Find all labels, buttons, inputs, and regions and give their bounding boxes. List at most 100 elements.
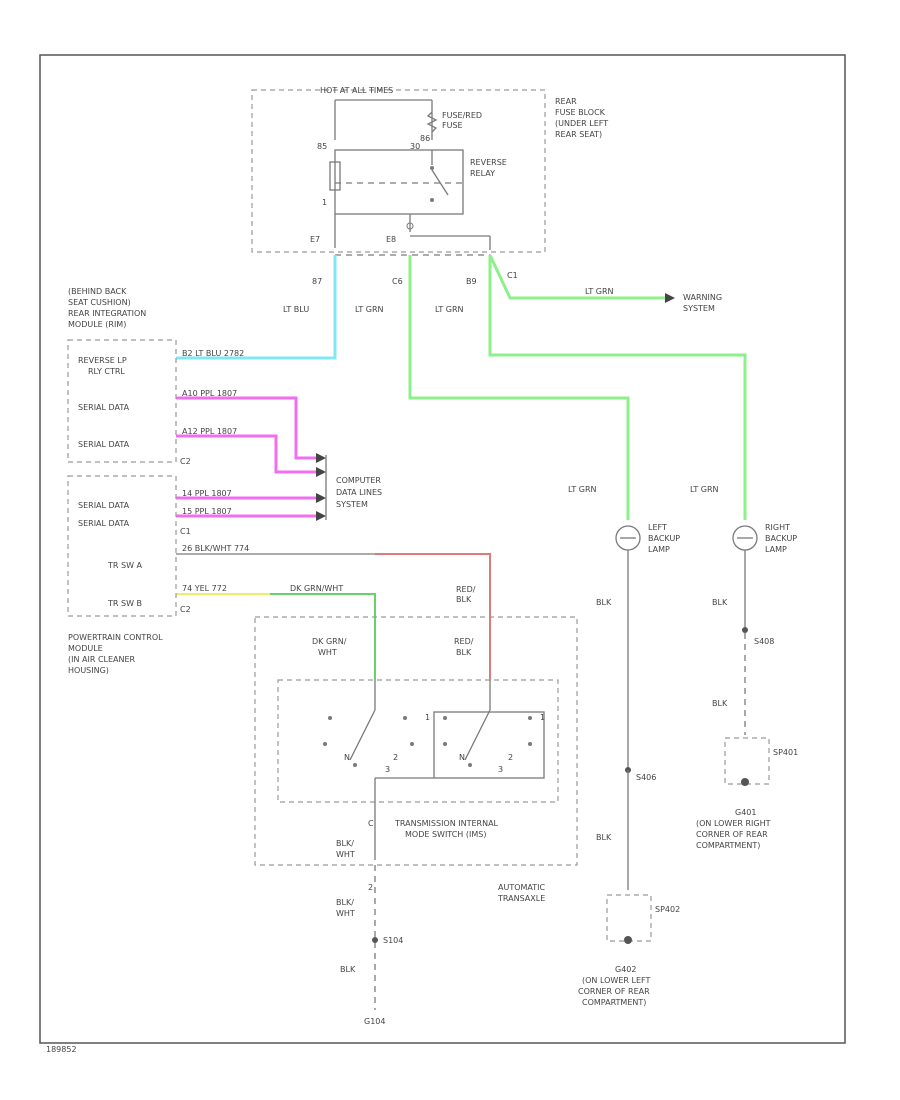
rear-fuse-block: HOT AT ALL TIMES FUSE/RED FUSE 85 30 86 … xyxy=(251,86,608,256)
switch-contacts xyxy=(323,716,532,767)
wire-label-blk-left-1: BLK xyxy=(596,598,612,607)
pin-85: 85 xyxy=(317,142,327,151)
pcm-row4-wire-b: DK GRN/WHT xyxy=(290,584,343,593)
splice-s406: S406 xyxy=(636,773,656,782)
fuse-label-1: FUSE/RED xyxy=(442,111,482,120)
pcm-row4-wire: 74 YEL 772 xyxy=(182,584,227,593)
arrow-warning xyxy=(665,293,675,303)
pcm-serial-1: SERIAL DATA xyxy=(78,501,130,510)
rim-row1-wire: B2 LT BLU 2782 xyxy=(182,349,244,358)
right-lamp-label-3: LAMP xyxy=(765,545,787,554)
wire-label-dk-grn-wht-2: WHT xyxy=(318,648,337,657)
conn-e7: E7 xyxy=(310,235,320,244)
wire-lt-grn-left xyxy=(408,255,630,520)
fuse-location-2: FUSE BLOCK xyxy=(555,108,606,117)
wire-label-blk-bottom: BLK xyxy=(340,965,356,974)
wire-label-lt-grn-2: LT GRN xyxy=(435,305,464,314)
diagram-frame xyxy=(39,54,846,1044)
wire-label-red-blk-1a: RED/ xyxy=(456,585,476,594)
pcm-row2-wire: 15 PPL 1807 xyxy=(182,507,232,516)
left-backup-lamp: LT GRN LEFT BACKUP LAMP BLK S406 BLK SP4… xyxy=(568,485,680,1007)
pcm-location-1: POWERTRAIN CONTROL xyxy=(68,633,163,642)
wire-label-blk-wht-2a: BLK/ xyxy=(336,898,354,907)
trans-label-1: AUTOMATIC xyxy=(498,883,546,892)
rim-location-4: MODULE (RIM) xyxy=(68,320,126,329)
conn-e8: E8 xyxy=(386,235,396,244)
pcm-trsw-a: TR SW A xyxy=(107,561,143,570)
switch-pos-n-a: N xyxy=(344,753,350,762)
splice-sp401: SP401 xyxy=(773,748,798,757)
rear-integration-module: (BEHIND BACK SEAT CUSHION) REAR INTEGRAT… xyxy=(67,287,244,466)
wire-label-lt-grn-right: LT GRN xyxy=(690,485,719,494)
switch-pos-n-b: N xyxy=(459,753,465,762)
wire-label-blk-wht-1b: WHT xyxy=(336,850,355,859)
left-lamp-label-3: LAMP xyxy=(648,545,670,554)
rim-reverse-lp-1: REVERSE LP xyxy=(78,356,127,365)
switch-pos-2b: 2 xyxy=(508,753,513,762)
conn-c1: C1 xyxy=(507,271,518,280)
computer-data-arrows xyxy=(316,453,326,521)
wire-label-blk-left-2: BLK xyxy=(596,833,612,842)
fuse-location-1: REAR xyxy=(555,97,577,106)
wire-red-blk xyxy=(375,553,491,680)
pcm-serial-2: SERIAL DATA xyxy=(78,519,130,528)
warning-label-2: SYSTEM xyxy=(683,304,715,313)
powertrain-control-module: SERIAL DATA SERIAL DATA C1 TR SW A TR SW… xyxy=(67,475,343,675)
pcm-location-3: (IN AIR CLEANER xyxy=(68,655,136,664)
rim-row3-wire: A12 PPL 1807 xyxy=(182,427,237,436)
g402-label-4: COMPARTMENT) xyxy=(582,998,646,1007)
right-backup-lamp: LT GRN RIGHT BACKUP LAMP BLK S408 BLK SP… xyxy=(690,485,798,850)
wire-label-red-blk-1b: BLK xyxy=(456,595,472,604)
pcm-c2: C2 xyxy=(180,605,191,614)
rim-row2-wire: A10 PPL 1807 xyxy=(182,389,237,398)
warning-label-1: WARNING xyxy=(683,293,722,302)
switch-c: C xyxy=(368,819,374,828)
pin-1: 1 xyxy=(322,198,327,207)
wire-label-blk-wht-1a: BLK/ xyxy=(336,839,354,848)
wire-label-lt-grn-left: LT GRN xyxy=(568,485,597,494)
rim-location-1: (BEHIND BACK xyxy=(68,287,127,296)
relay-label-2: RELAY xyxy=(470,169,495,178)
computer-label-2: DATA LINES xyxy=(336,488,382,497)
trans-label-2: TRANSAXLE xyxy=(497,894,545,903)
computer-label-3: SYSTEM xyxy=(336,500,368,509)
switch-label-2: MODE SWITCH (IMS) xyxy=(405,830,486,839)
wire-label-lt-grn-3: LT GRN xyxy=(585,287,614,296)
wire-ppl-2 xyxy=(176,434,316,474)
fuse-location-4: REAR SEAT) xyxy=(555,130,602,139)
right-lamp-label-1: RIGHT xyxy=(765,523,790,532)
fuse-location-3: (UNDER LEFT xyxy=(555,119,608,128)
wire-lt-grn-warning xyxy=(488,254,665,300)
rim-reverse-lp-2: RLY CTRL xyxy=(88,367,125,376)
wire-label-red-blk-2b: BLK xyxy=(456,648,472,657)
wire-ppl-1 xyxy=(176,396,316,460)
g401-label-4: COMPARTMENT) xyxy=(696,841,760,850)
g401-label-3: CORNER OF REAR xyxy=(696,830,768,839)
switch-pos-1b: 1 xyxy=(540,713,545,722)
rim-location-2: SEAT CUSHION) xyxy=(68,298,131,307)
switch-label-1: TRANSMISSION INTERNAL xyxy=(394,819,499,828)
wire-label-lt-grn-1: LT GRN xyxy=(355,305,384,314)
rim-serial-2: SERIAL DATA xyxy=(78,440,130,449)
pcm-row1-wire: 14 PPL 1807 xyxy=(182,489,232,498)
pcm-location-4: HOUSING) xyxy=(68,666,109,675)
wire-label-red-blk-2a: RED/ xyxy=(454,637,474,646)
wire-label-blk-right-2: BLK xyxy=(712,699,728,708)
g401-label-2: (ON LOWER RIGHT xyxy=(696,819,771,828)
pcm-row3-wire: 26 BLK/WHT 774 xyxy=(182,544,249,553)
wire-label-blk-wht-2b: WHT xyxy=(336,909,355,918)
wire-lt-grn-right xyxy=(488,255,747,520)
switch-pos-3b: 3 xyxy=(498,765,503,774)
left-lamp-label-1: LEFT xyxy=(648,523,667,532)
splice-s104: S104 xyxy=(383,936,403,945)
wire-lt-blu xyxy=(176,255,337,360)
splice-sp402: SP402 xyxy=(655,905,680,914)
wire-dk-grn xyxy=(270,593,376,680)
wire-label-blk-right-1: BLK xyxy=(712,598,728,607)
g401-label-1: G401 xyxy=(735,808,756,817)
pcm-c1: C1 xyxy=(180,527,191,536)
splice-s408: S408 xyxy=(754,637,774,646)
switch-pos-3a: 3 xyxy=(385,765,390,774)
conn-c6: C6 xyxy=(392,277,403,286)
